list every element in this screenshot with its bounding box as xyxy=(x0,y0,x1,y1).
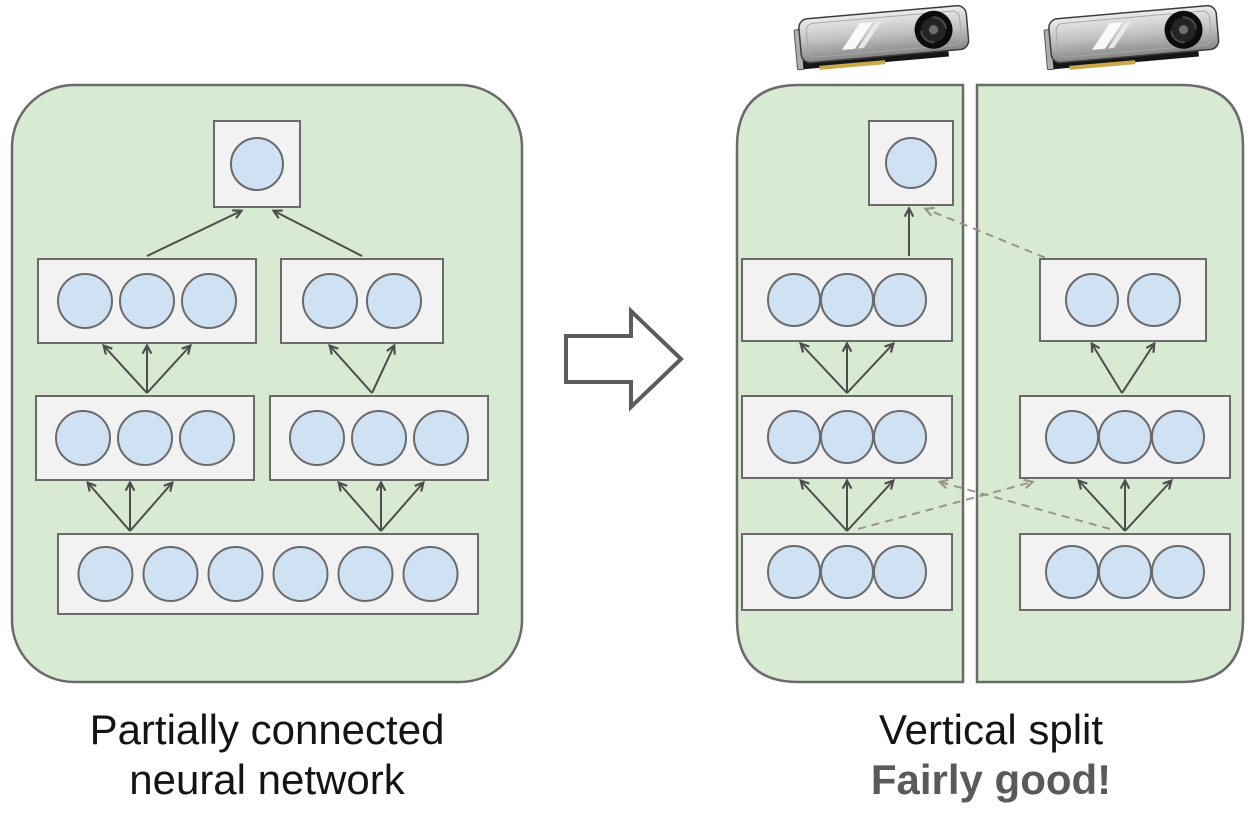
deviceA-hidden1-layer xyxy=(741,395,953,479)
neuron xyxy=(873,273,927,327)
deviceA-hidden2-layer xyxy=(741,258,953,342)
neuron xyxy=(820,545,874,599)
deviceB-input-layer xyxy=(1019,533,1231,611)
arrow xyxy=(371,343,396,394)
arrow xyxy=(1124,478,1173,532)
hollow-right-block-arrow-icon xyxy=(564,306,684,412)
neuron xyxy=(1098,410,1152,464)
neuron xyxy=(179,410,235,466)
left-hidden2-right-layer xyxy=(280,258,444,344)
neuron xyxy=(873,545,927,599)
neuron xyxy=(366,273,422,329)
neuron xyxy=(207,546,264,602)
arrow xyxy=(1090,341,1123,394)
arrow xyxy=(102,343,148,394)
neuron xyxy=(77,546,134,602)
gpu-icon xyxy=(792,3,972,73)
arrow xyxy=(1121,341,1156,394)
layer-box xyxy=(1039,258,1207,342)
neuron xyxy=(289,410,345,466)
left-hidden1-left-layer xyxy=(35,395,255,481)
left-hidden1-right-layer xyxy=(269,395,489,481)
cross-device-arrow xyxy=(923,206,1059,264)
neuron xyxy=(1045,410,1099,464)
arrow xyxy=(846,341,895,394)
right-split-panel-left xyxy=(735,83,965,684)
left-network-panel xyxy=(10,83,524,684)
deviceA-output-layer xyxy=(868,120,954,206)
deviceB-hidden1-layer xyxy=(1019,395,1231,479)
neuron xyxy=(1045,545,1099,599)
neuron xyxy=(767,410,821,464)
left-input-layer xyxy=(57,533,479,615)
neuron xyxy=(142,546,199,602)
arrow xyxy=(337,480,382,532)
arrow xyxy=(86,480,131,532)
left-network-arrows xyxy=(86,209,425,532)
right-split-panel-right xyxy=(975,83,1245,684)
gpu-icon xyxy=(1042,3,1222,73)
neuron xyxy=(1151,545,1205,599)
deviceB-hidden2-layer xyxy=(1039,258,1207,342)
neuron xyxy=(1151,410,1205,464)
cross-device-arrow xyxy=(857,478,1035,530)
neuron xyxy=(873,410,927,464)
neuron xyxy=(272,546,329,602)
arrow xyxy=(799,341,848,394)
neuron xyxy=(820,410,874,464)
right-caption-verdict: Fairly good! xyxy=(871,756,1111,803)
neuron xyxy=(117,410,173,466)
arrow xyxy=(846,478,895,532)
neuron xyxy=(1065,273,1119,327)
neuron xyxy=(820,273,874,327)
arrow xyxy=(146,209,244,257)
neuron xyxy=(402,546,459,602)
cross-device-arrow xyxy=(937,478,1111,530)
arrow xyxy=(129,480,174,532)
left-caption-line1: Partially connected xyxy=(90,706,445,753)
neuron xyxy=(351,410,407,466)
arrow xyxy=(380,480,425,532)
left-caption-line2: neural network xyxy=(129,756,405,803)
arrow xyxy=(1077,478,1126,532)
neuron xyxy=(885,137,937,189)
left-output-layer xyxy=(213,120,301,208)
neuron xyxy=(181,273,237,329)
neuron xyxy=(230,137,284,191)
deviceA-input-layer xyxy=(741,533,953,611)
neuron xyxy=(119,273,175,329)
arrow xyxy=(146,343,192,394)
neuron xyxy=(337,546,394,602)
right-caption-title: Vertical split xyxy=(879,706,1103,753)
neuron xyxy=(767,545,821,599)
neuron xyxy=(57,273,113,329)
arrow xyxy=(271,209,363,257)
neuron xyxy=(1127,273,1181,327)
neuron xyxy=(1098,545,1152,599)
arrow xyxy=(799,478,848,532)
neuron xyxy=(767,273,821,327)
left-hidden2-left-layer xyxy=(37,258,257,344)
neuron xyxy=(413,410,469,466)
neuron xyxy=(55,410,111,466)
neuron xyxy=(302,273,358,329)
right-network-arrows xyxy=(799,206,1173,532)
arrow xyxy=(328,343,373,394)
